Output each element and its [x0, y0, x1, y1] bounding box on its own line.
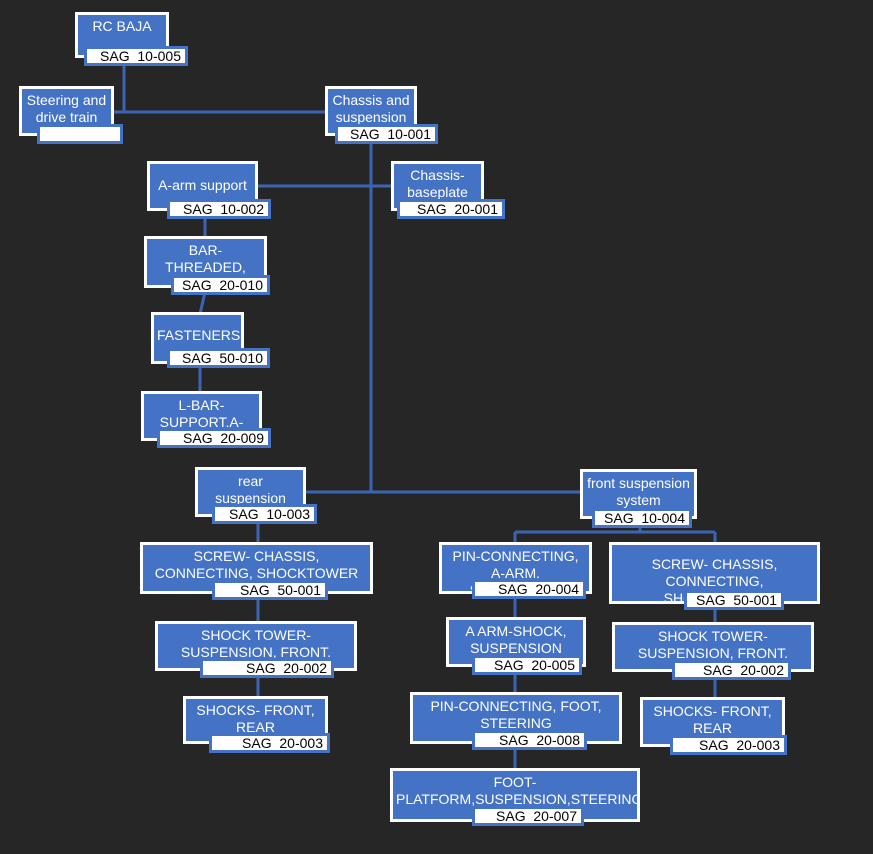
node-title: A-arm support [158, 177, 247, 193]
node-code: SAG_20-004 [472, 579, 586, 599]
node-title: SCREW- CHASSIS, CONNECTING, SHOCKTOWER [651, 556, 778, 601]
node-code: SAG_10-004 [592, 508, 692, 528]
node-code: SAG_50-001 [212, 580, 328, 600]
connector [198, 291, 207, 315]
node-code: SAG_20-010 [171, 275, 270, 295]
node-title: SHOCKS- FRONT, REAR [196, 702, 315, 735]
node-title: Chassis and suspension [332, 92, 410, 125]
node-code: SAG_20-008 [472, 730, 587, 750]
node-code: SAG_20-001 [397, 199, 505, 219]
node-code: SAG_20-005 [472, 655, 582, 675]
node-title: FOOT-PLATFORM,SUSPENSION,STEERING [396, 774, 640, 807]
node-title: RC BAJA [92, 18, 152, 34]
node-title: PIN-CONNECTING, FOOT, STEERING [430, 698, 602, 731]
node-title: Chassis-baseplate [407, 167, 468, 200]
node-code: SAG_20-002 [672, 660, 791, 680]
node-code: SAG_20-003 [209, 733, 330, 753]
node-code: SAG_10-002 [167, 199, 271, 219]
node-code: SAG_10-001 [335, 124, 438, 144]
node-title: SCREW- CHASSIS, CONNECTING, SHOCKTOWER [154, 548, 359, 581]
node-code: SAG_50-001 [684, 590, 784, 610]
node-code: SAG_10-005 [84, 46, 188, 66]
node-title: SHOCKS- FRONT, REAR [653, 703, 772, 736]
node-code: SAG_20-007 [472, 806, 584, 826]
node-code: SAG_10-003 [212, 504, 317, 524]
node-title: front suspension system [587, 475, 690, 508]
node-shock-tower-front[interactable]: SHOCK TOWER-SUSPENSION, FRONT. REAR [612, 622, 814, 672]
node-title: FASTENERS [157, 327, 241, 343]
node-code: SAG_20-009 [157, 428, 271, 448]
node-title: A ARM-SHOCK, SUSPENSION [465, 623, 567, 656]
node-code: SAG_20-003 [670, 735, 787, 755]
node-code: SAG_50-010 [167, 348, 270, 368]
node-title: Steering and drive train [26, 92, 107, 125]
node-code [37, 124, 123, 144]
node-code: SAG_20-002 [200, 658, 334, 678]
